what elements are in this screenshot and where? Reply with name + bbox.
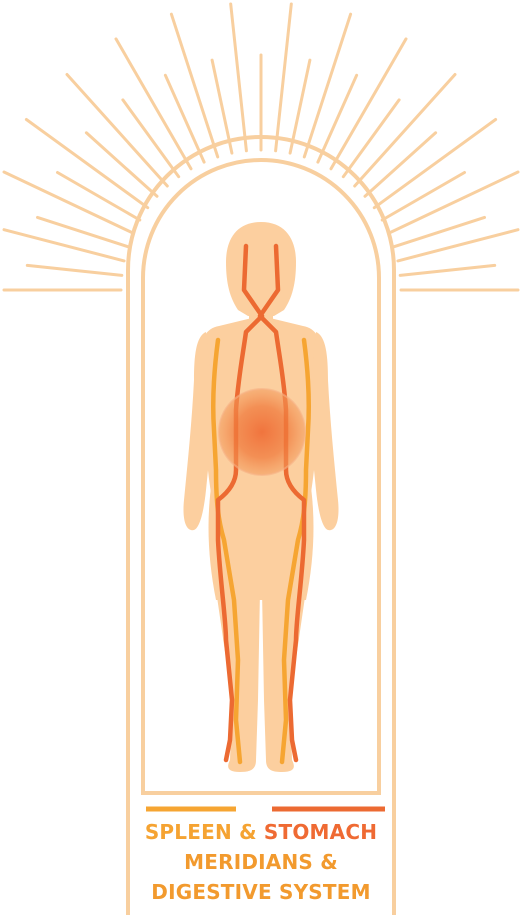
caption-line-3: DIGESTIVE SYSTEM — [0, 880, 522, 904]
sun-ray — [4, 230, 124, 261]
sun-ray — [123, 100, 179, 177]
sun-ray — [171, 14, 217, 157]
ampersand: & — [239, 820, 257, 844]
sun-ray — [318, 75, 357, 162]
sun-ray — [231, 4, 247, 151]
caption-line-2: MERIDIANS & — [0, 850, 522, 874]
sun-ray — [382, 173, 464, 221]
sun-ray — [58, 173, 140, 221]
sun-ray — [398, 230, 518, 261]
sun-ray — [400, 265, 495, 275]
sun-ray — [27, 265, 122, 275]
sun-ray — [355, 75, 455, 187]
spleen-label: SPLEEN — [145, 820, 232, 844]
sun-ray — [343, 100, 399, 177]
sun-ray — [304, 14, 350, 157]
sun-ray — [276, 4, 292, 151]
sun-ray — [165, 75, 204, 162]
stomach-label: STOMACH — [264, 820, 377, 844]
caption-line-1: SPLEEN & STOMACH — [0, 820, 522, 844]
sun-ray — [67, 75, 167, 187]
